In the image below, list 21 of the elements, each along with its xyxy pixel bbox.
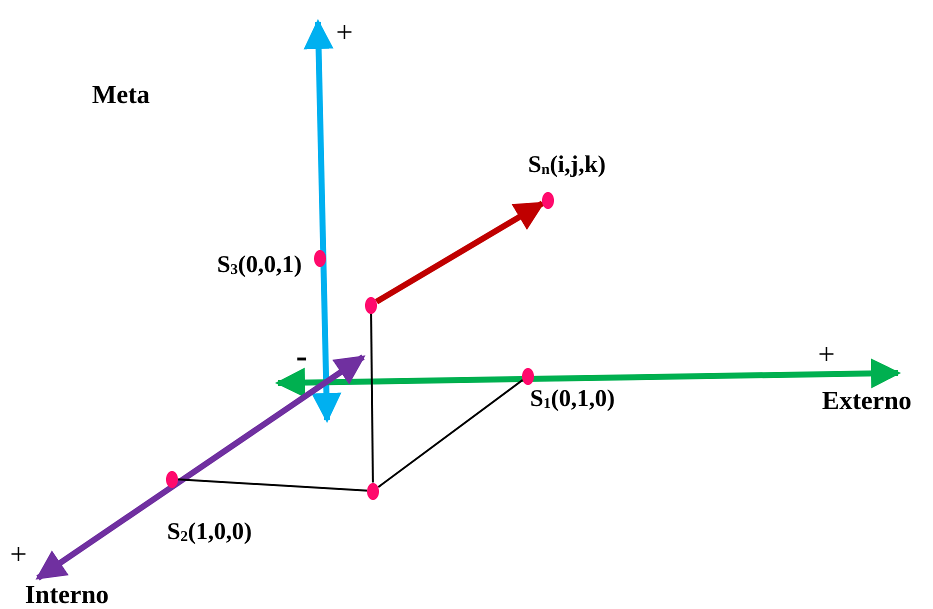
- point-marker: [166, 470, 178, 488]
- minus-sign: -: [296, 340, 308, 374]
- axis-label: Externo: [822, 388, 912, 414]
- axis-label: Interno: [25, 582, 109, 608]
- point-marker: [314, 250, 326, 266]
- point-label: S$_{n}$(i,j,k): [528, 152, 606, 179]
- point-marker: [367, 482, 379, 500]
- axis-label: Meta: [92, 82, 150, 108]
- connector-line: [378, 379, 524, 488]
- plus-sign: +: [10, 540, 27, 570]
- point-marker: [365, 296, 377, 314]
- point-marker: [522, 368, 534, 384]
- point-label: S$_{3}$(0,0,1): [217, 252, 302, 279]
- connector-line: [370, 313, 374, 483]
- point-label: S$_{1}$(0,1,0): [530, 386, 615, 413]
- plus-sign: +: [336, 18, 353, 48]
- point-marker: [542, 192, 554, 208]
- connector-line: [178, 478, 368, 492]
- plus-sign: +: [818, 340, 835, 370]
- arrow: [375, 200, 546, 304]
- point-label: S$_{2}$(1,0,0): [167, 519, 252, 546]
